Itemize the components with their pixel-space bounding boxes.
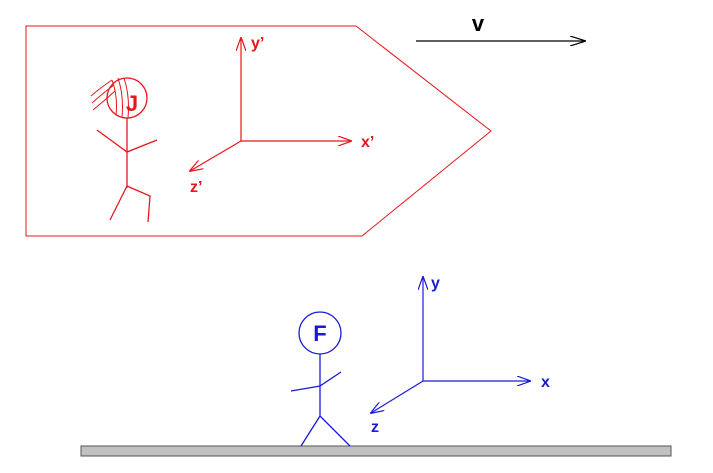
person-f: F — [290, 311, 351, 447]
ground-platform — [80, 445, 672, 457]
axis-x-label: x — [541, 374, 550, 391]
axis-y-label: y — [431, 275, 440, 292]
person-j-label: J — [126, 91, 138, 116]
moving-frame: J y’ x’ z’ — [25, 25, 492, 237]
ground-frame: F y x z — [80, 275, 672, 457]
axis-z-label: z — [371, 419, 379, 436]
person-j-body — [96, 118, 158, 223]
ground-frame-axes: y x z — [371, 275, 550, 436]
rocket-outline — [25, 25, 492, 237]
person-f-body — [290, 354, 351, 447]
person-f-label: F — [313, 321, 326, 346]
axis-z-prime — [190, 140, 242, 171]
person-j: J — [90, 77, 158, 223]
axis-z-prime-label: z’ — [190, 179, 202, 196]
velocity-label: v — [472, 11, 485, 36]
axis-x-prime-label: x’ — [361, 134, 374, 151]
person-j-hair — [90, 77, 129, 119]
moving-frame-axes: y’ x’ z’ — [190, 35, 374, 196]
velocity-indicator: v — [416, 11, 585, 41]
axis-y-prime-label: y’ — [251, 35, 264, 52]
axis-z — [371, 380, 424, 413]
